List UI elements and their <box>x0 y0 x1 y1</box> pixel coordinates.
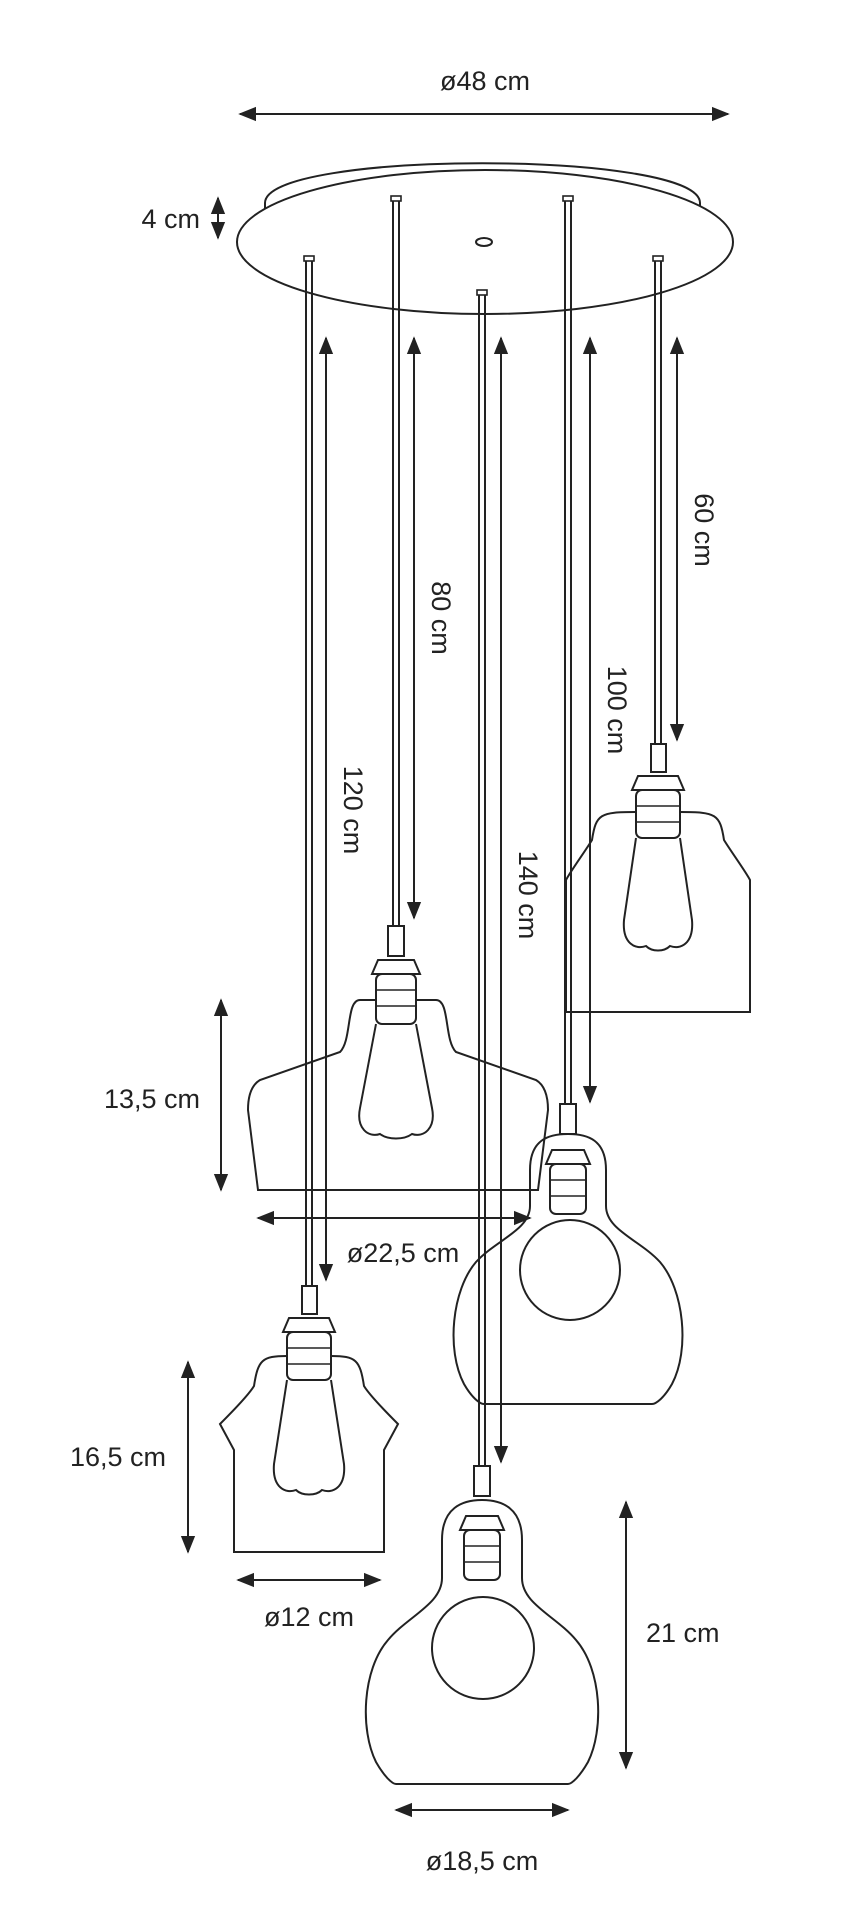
globe-shade-height-dimension: 21 cm <box>618 1500 720 1770</box>
canopy-height-label: 4 cm <box>141 204 200 234</box>
wide-shade-height-label: 13,5 cm <box>104 1084 200 1114</box>
cable-140-label: 140 cm <box>513 851 543 940</box>
lamp-140-globe-shade <box>364 1465 600 1785</box>
canopy-diameter-dimension: ø48 cm <box>238 66 730 122</box>
lamp-100-globe-shade <box>452 1103 684 1405</box>
wide-shade-diameter-label: ø22,5 cm <box>347 1238 460 1268</box>
cable-80-label: 80 cm <box>426 581 456 655</box>
small-shade-height-label: 16,5 cm <box>70 1442 166 1472</box>
cable-80-dimension: 80 cm <box>406 336 456 920</box>
canopy-diameter-label: ø48 cm <box>440 66 530 96</box>
globe-shade-diameter-dimension: ø18,5 cm <box>394 1802 570 1876</box>
cable-60-label: 60 cm <box>689 493 719 567</box>
canopy-height-dimension: 4 cm <box>141 196 226 240</box>
small-shade-height-dimension: 16,5 cm <box>70 1360 196 1554</box>
lamp-60-small-shade <box>565 743 751 1013</box>
cable-120-dimension: 120 cm <box>318 336 368 1282</box>
small-shade-diameter-label: ø12 cm <box>264 1602 354 1632</box>
wide-shade-diameter-dimension: ø22,5 cm <box>256 1210 532 1268</box>
globe-shade-height-label: 21 cm <box>646 1618 720 1648</box>
small-shade-diameter-dimension: ø12 cm <box>236 1572 382 1632</box>
globe-shade-diameter-label: ø18,5 cm <box>426 1846 539 1876</box>
canopy-center-screw <box>475 237 493 247</box>
lamp-120-small-shade <box>218 1285 400 1553</box>
wide-shade-height-dimension: 13,5 cm <box>104 998 229 1192</box>
cable-60-dimension: 60 cm <box>669 336 719 742</box>
cable-120-label: 120 cm <box>338 766 368 855</box>
lamp-80-wide-shade <box>246 925 550 1191</box>
cable-140-dimension: 140 cm <box>493 336 543 1464</box>
cable-100-dimension: 100 cm <box>582 336 632 1104</box>
cable-100-label: 100 cm <box>602 666 632 755</box>
